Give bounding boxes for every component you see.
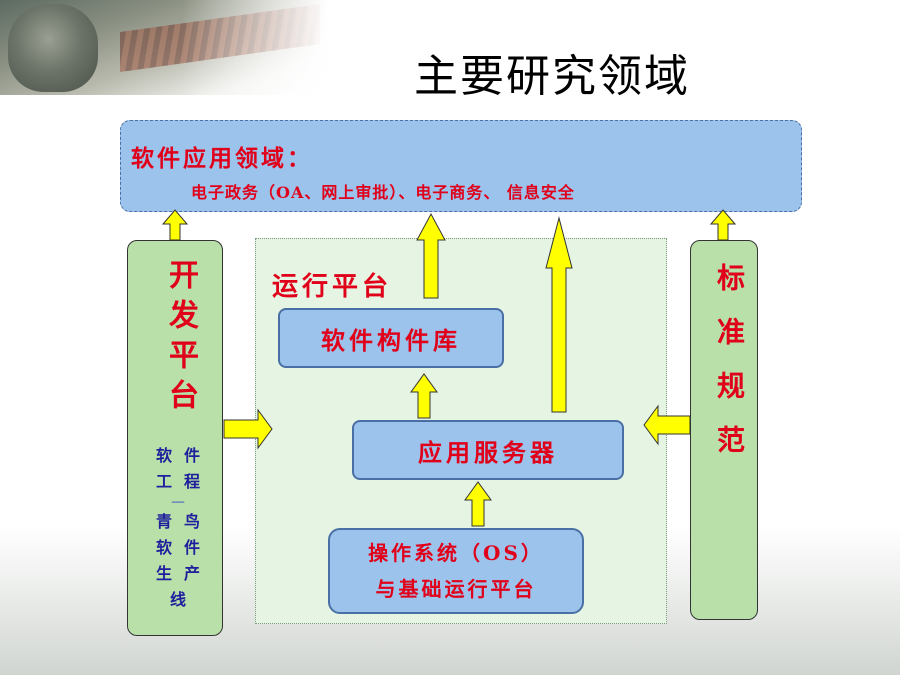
dev-sub-char: 青: [155, 512, 172, 531]
arrow-up-os-to-appserver: [464, 481, 492, 527]
dev-sub-char: 程: [183, 472, 200, 491]
dev-sub-char: 产: [183, 564, 200, 583]
dev-sub-char: 鸟: [183, 512, 200, 531]
arrow-up-right-to-top: [709, 209, 737, 241]
dev-platform-title: 开发平台: [163, 259, 198, 419]
dev-sub-separator: —: [171, 494, 185, 510]
standards-column: 标准规范: [690, 240, 758, 620]
application-domain-heading: 软件应用领域：: [131, 145, 313, 172]
arrow-up-appserver-to-library: [410, 373, 438, 419]
dev-sub-char: 软: [155, 538, 172, 557]
header-photo-banner: [0, 0, 330, 95]
application-domain-subtext: 电子政务（OA、网上审批）、电子商务、 信息安全: [191, 183, 575, 202]
dev-platform-column: 开发平台 软 件 工 程 — 青 鸟 软 件 生 产 线: [127, 240, 223, 636]
dev-sub-char: 工: [155, 472, 172, 491]
os-platform-line1: 操作系统（OS）: [368, 541, 544, 565]
arrow-left-standards-to-appserver: [643, 404, 691, 446]
application-domain-box: 软件应用领域： 电子政务（OA、网上审批）、电子商务、 信息安全: [120, 120, 802, 212]
arrow-up-platform-to-top: [416, 212, 446, 299]
dev-sub-char: 生: [155, 564, 172, 583]
runtime-platform-label: 运行平台: [272, 272, 393, 302]
dev-sub-char: 软: [155, 446, 172, 465]
app-server-box: 应用服务器: [352, 420, 624, 480]
os-platform-line2: 与基础运行平台: [375, 577, 537, 601]
component-library-label: 软件构件库: [321, 325, 461, 355]
stone-lion-image: [8, 4, 98, 92]
arrow-up-appserver-to-top: [545, 216, 573, 413]
dev-sub-char: 件: [183, 538, 200, 557]
standards-title: 标准规范: [713, 263, 746, 479]
dev-platform-subtext: 软 件 工 程 — 青 鸟 软 件 生 产 线: [150, 445, 206, 611]
dev-sub-char: 线: [169, 590, 186, 609]
arrow-up-left-to-top: [161, 209, 189, 241]
component-library-box: 软件构件库: [278, 308, 504, 368]
slide-title: 主要研究领域: [414, 51, 690, 102]
app-server-label: 应用服务器: [418, 437, 558, 467]
dev-sub-char: 件: [183, 446, 200, 465]
arrow-right-dev-to-platform: [223, 408, 273, 450]
os-platform-box: 操作系统（OS） 与基础运行平台: [328, 528, 584, 614]
